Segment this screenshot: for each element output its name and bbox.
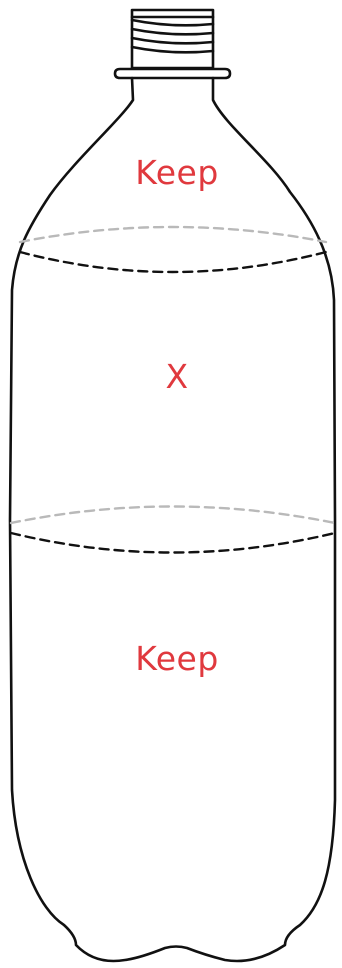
label-discard-middle: X <box>165 357 188 396</box>
upper-cut-line <box>18 225 328 274</box>
bottle-outline <box>8 76 337 963</box>
label-keep-bottom: Keep <box>135 639 219 678</box>
lower-cut-line <box>9 505 337 554</box>
neck-ring <box>113 67 232 80</box>
label-keep-top: Keep <box>135 153 219 192</box>
bottle-cap <box>130 8 215 70</box>
